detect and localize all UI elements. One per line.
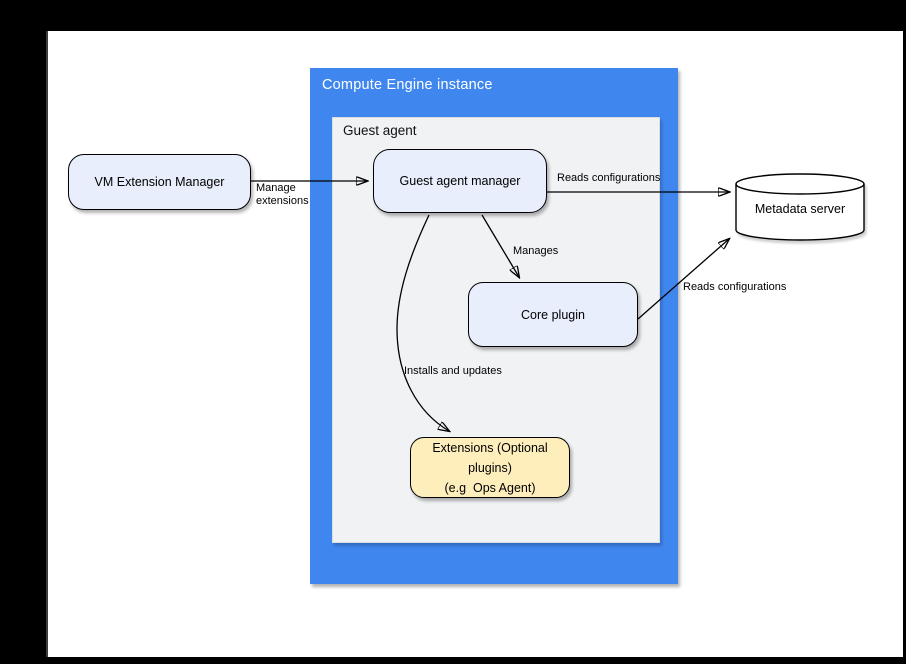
edge-label-installs-and-updates: Installs and updates bbox=[404, 365, 502, 377]
node-guest-agent-manager: Guest agent manager bbox=[373, 149, 547, 213]
node-core-plugin: Core plugin bbox=[468, 282, 638, 347]
database-cylinder-icon bbox=[735, 173, 865, 241]
node-metadata-server: Metadata server bbox=[735, 173, 865, 241]
edge-label-reads-configurations-bottom: Reads configurations bbox=[683, 281, 787, 293]
metadata-server-label: Metadata server bbox=[754, 202, 846, 216]
guest-agent-title: Guest agent bbox=[343, 123, 417, 138]
node-vm-extension-manager: VM Extension Manager bbox=[68, 154, 251, 210]
edge-label-manage-extensions: Manage extensions bbox=[256, 182, 309, 207]
edge-label-reads-configurations-top: Reads configurations bbox=[557, 172, 661, 184]
edge-label-manages: Manages bbox=[513, 245, 559, 257]
node-extensions-optional-plugins: Extensions (Optional plugins) (e.g Ops A… bbox=[410, 437, 570, 498]
compute-engine-instance-title: Compute Engine instance bbox=[322, 77, 493, 93]
diagram-canvas: Compute Engine instance Guest agent Mana… bbox=[46, 31, 903, 657]
